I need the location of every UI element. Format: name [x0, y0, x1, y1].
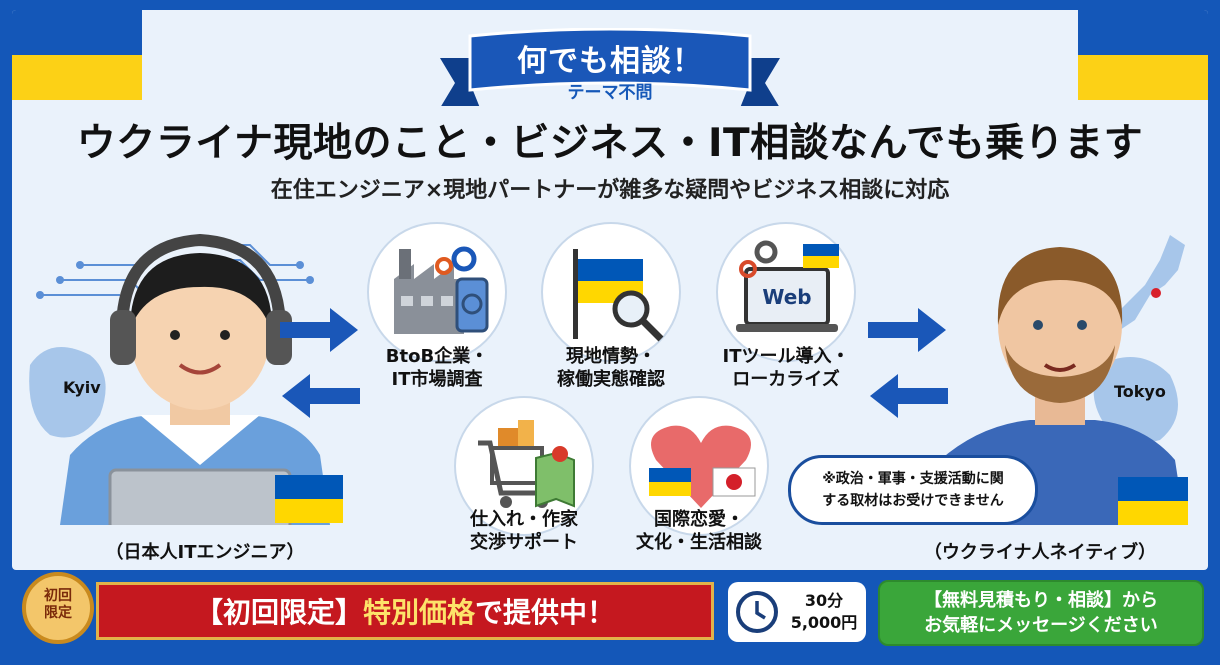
service-circle-local-situation — [541, 222, 681, 362]
left-person-label: （日本人ITエンジニア） — [105, 542, 305, 563]
city-label-kyiv: Kyiv — [63, 378, 101, 397]
service-label-local-situation: 現地情勢・稼働実態確認 — [557, 346, 665, 390]
web-screen-text: Web — [762, 285, 811, 309]
flag-magnifier-icon — [573, 249, 664, 342]
contact-cta-button[interactable] — [878, 580, 1204, 646]
ukraine-flag-corner-left — [12, 10, 142, 100]
service-label-purchasing: 仕入れ・作家交渉サポート — [470, 509, 578, 553]
special-price-banner — [96, 582, 714, 640]
heart-flags-icon — [649, 425, 756, 508]
service-circle-it-tools: Web — [716, 222, 856, 362]
ribbon-banner: 何でも相談！ — [440, 28, 780, 106]
factory-icon — [394, 246, 489, 334]
special-price-text: 【初回限定】特別価格で提供中！ — [194, 596, 616, 629]
cart-map-icon — [478, 420, 575, 508]
subheadline: 在住エンジニア×現地パートナーが雑多な疑問やビジネス相談に対応 — [270, 178, 950, 203]
service-circle-purchasing — [454, 396, 594, 536]
ukraine-flag-corner-right — [1078, 10, 1208, 100]
contact-cta-text[interactable]: 【無料見積もり・相談】からお気軽にメッセージください — [924, 590, 1158, 636]
ribbon-subtitle: テーマ不問 — [567, 83, 653, 103]
right-person-label: （ウクライナ人ネイティブ） — [923, 542, 1157, 563]
arrows-left-exchange — [280, 308, 360, 418]
arrows-right-exchange — [868, 308, 948, 418]
disclaimer-bubble: ※政治・軍事・支援活動に関する取材はお受けできません — [788, 455, 1038, 525]
first-time-badge-text: 初回限定 — [44, 588, 72, 621]
city-label-tokyo: Tokyo — [1114, 382, 1166, 401]
service-label-culture: 国際恋愛・文化・生活相談 — [636, 509, 762, 553]
service-label-market-research: BtoB企業・IT市場調査 — [385, 346, 489, 390]
service-circle-culture — [629, 396, 769, 536]
headline: ウクライナ現地のこと・ビジネス・IT相談なんでも乗ります — [76, 121, 1144, 166]
first-time-badge-icon — [22, 572, 94, 644]
web-laptop-icon: Web — [736, 240, 839, 332]
service-circle-market-research — [367, 222, 507, 362]
service-label-it-tools: ITツール導入・ローカライズ — [722, 346, 850, 390]
ribbon-title: 何でも相談！ — [517, 44, 703, 79]
japanese-engineer-illustration — [29, 233, 343, 525]
clock-icon — [736, 591, 778, 633]
